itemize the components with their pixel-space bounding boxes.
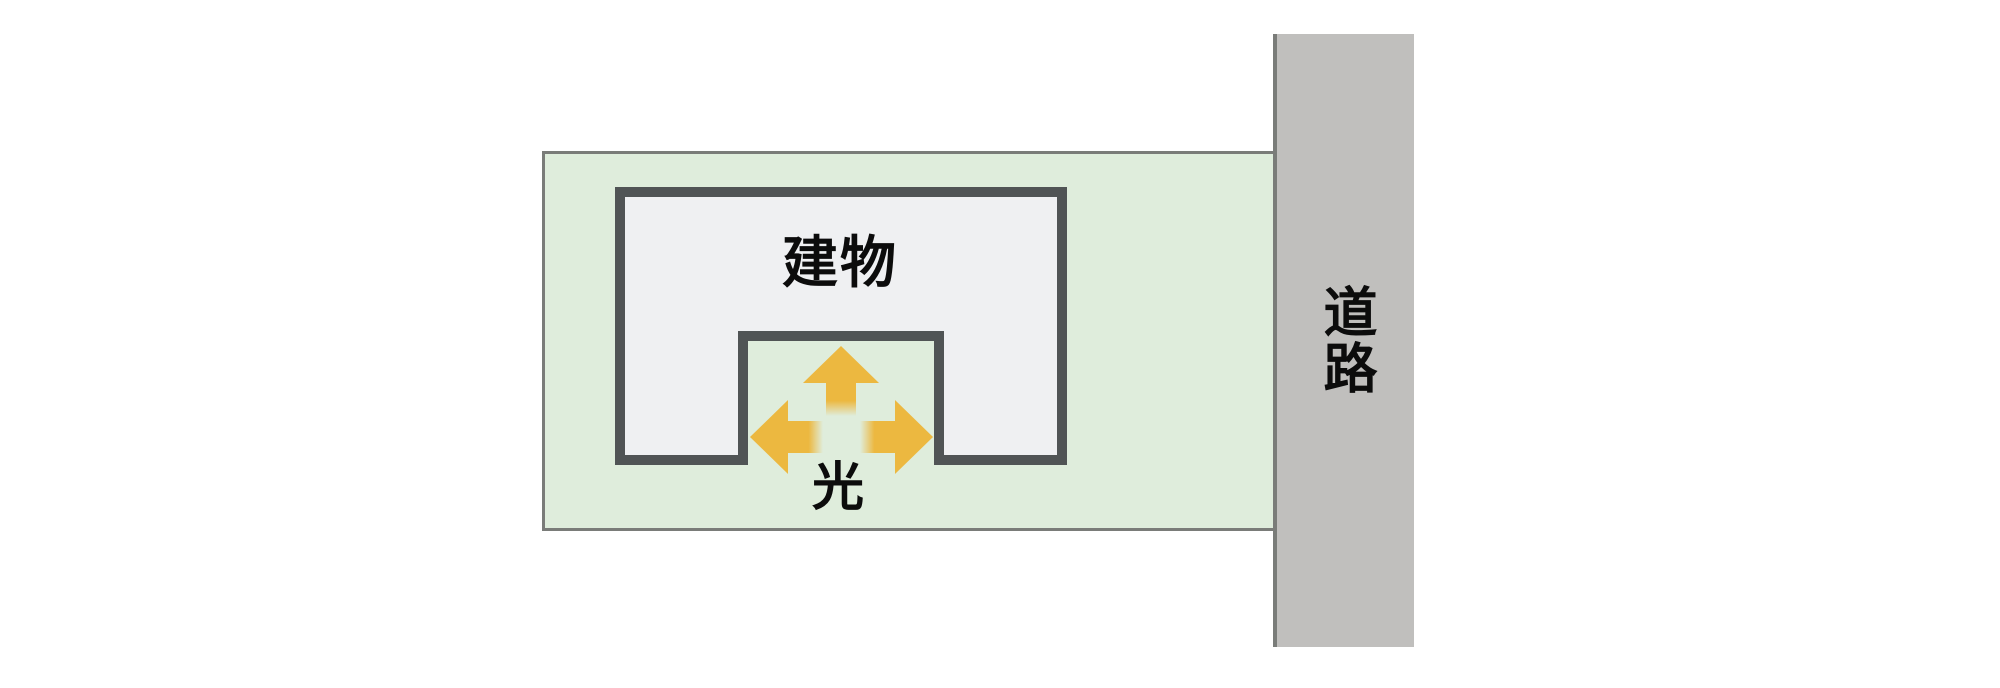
road xyxy=(1273,34,1414,647)
road-label: 道路 xyxy=(1314,284,1377,396)
building-label: 建物 xyxy=(782,231,898,296)
arrow-left-icon xyxy=(750,400,823,474)
light-label: 光 xyxy=(812,458,865,518)
light-arrows xyxy=(750,346,933,474)
arrow-right-icon xyxy=(860,400,933,474)
building-outline xyxy=(615,187,1067,465)
arrow-up-icon xyxy=(803,346,879,416)
